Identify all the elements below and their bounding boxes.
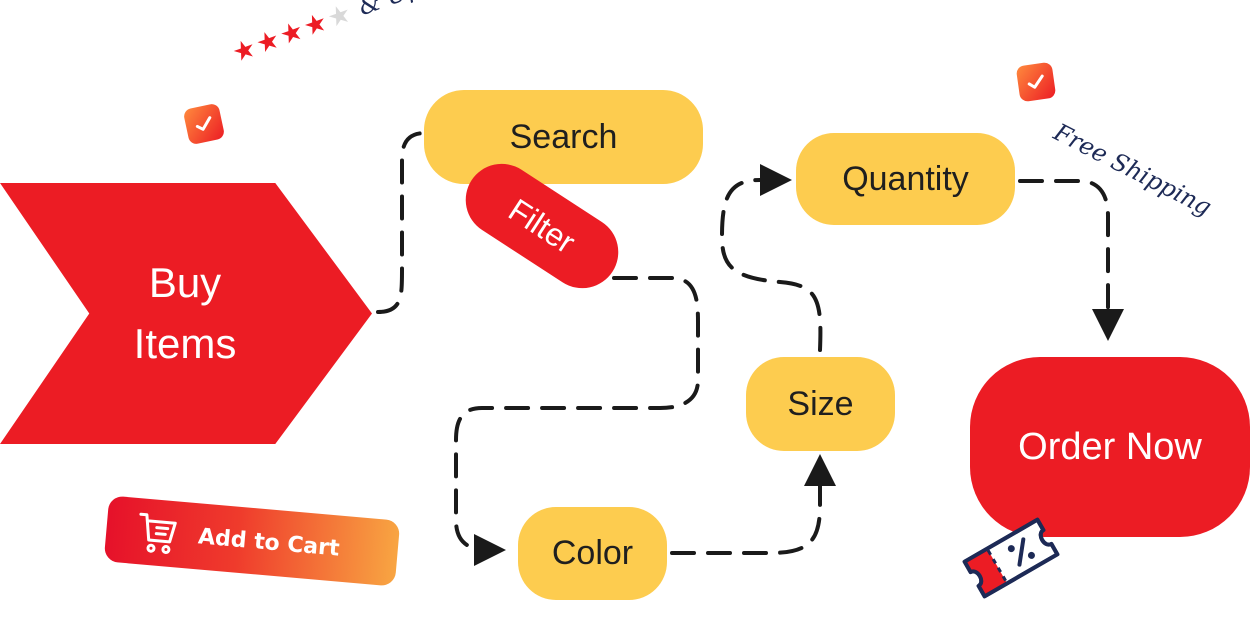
check-badge-icon bbox=[182, 102, 226, 146]
add-to-cart-label: Add to Cart bbox=[197, 523, 341, 562]
connector-start-to-search bbox=[376, 131, 428, 314]
search-label: Search bbox=[509, 117, 618, 156]
color-label: Color bbox=[551, 534, 634, 572]
connector-color-to-size bbox=[670, 454, 836, 555]
color-node[interactable]: Color bbox=[518, 507, 667, 600]
search-node[interactable]: Search bbox=[424, 90, 703, 184]
order-now-label: Order Now bbox=[1018, 425, 1202, 468]
check-badge-icon bbox=[1015, 61, 1057, 103]
discount-ticket-icon bbox=[962, 517, 1060, 599]
cart-icon bbox=[139, 512, 177, 555]
connector-filter-to-color bbox=[454, 276, 700, 566]
order-now-button[interactable]: Order Now bbox=[970, 357, 1250, 537]
start-label: Buy Items bbox=[133, 258, 237, 367]
size-node[interactable]: Size bbox=[746, 357, 895, 451]
size-label: Size bbox=[787, 384, 854, 423]
quantity-label: Quantity bbox=[842, 159, 969, 198]
connector-size-to-quantity bbox=[719, 164, 823, 352]
quantity-node[interactable]: Quantity bbox=[796, 133, 1015, 225]
connector-quantity-to-order bbox=[1018, 179, 1124, 341]
add-to-cart-button[interactable]: Add to Cart bbox=[103, 495, 401, 587]
filter-label: Filter bbox=[502, 191, 582, 261]
